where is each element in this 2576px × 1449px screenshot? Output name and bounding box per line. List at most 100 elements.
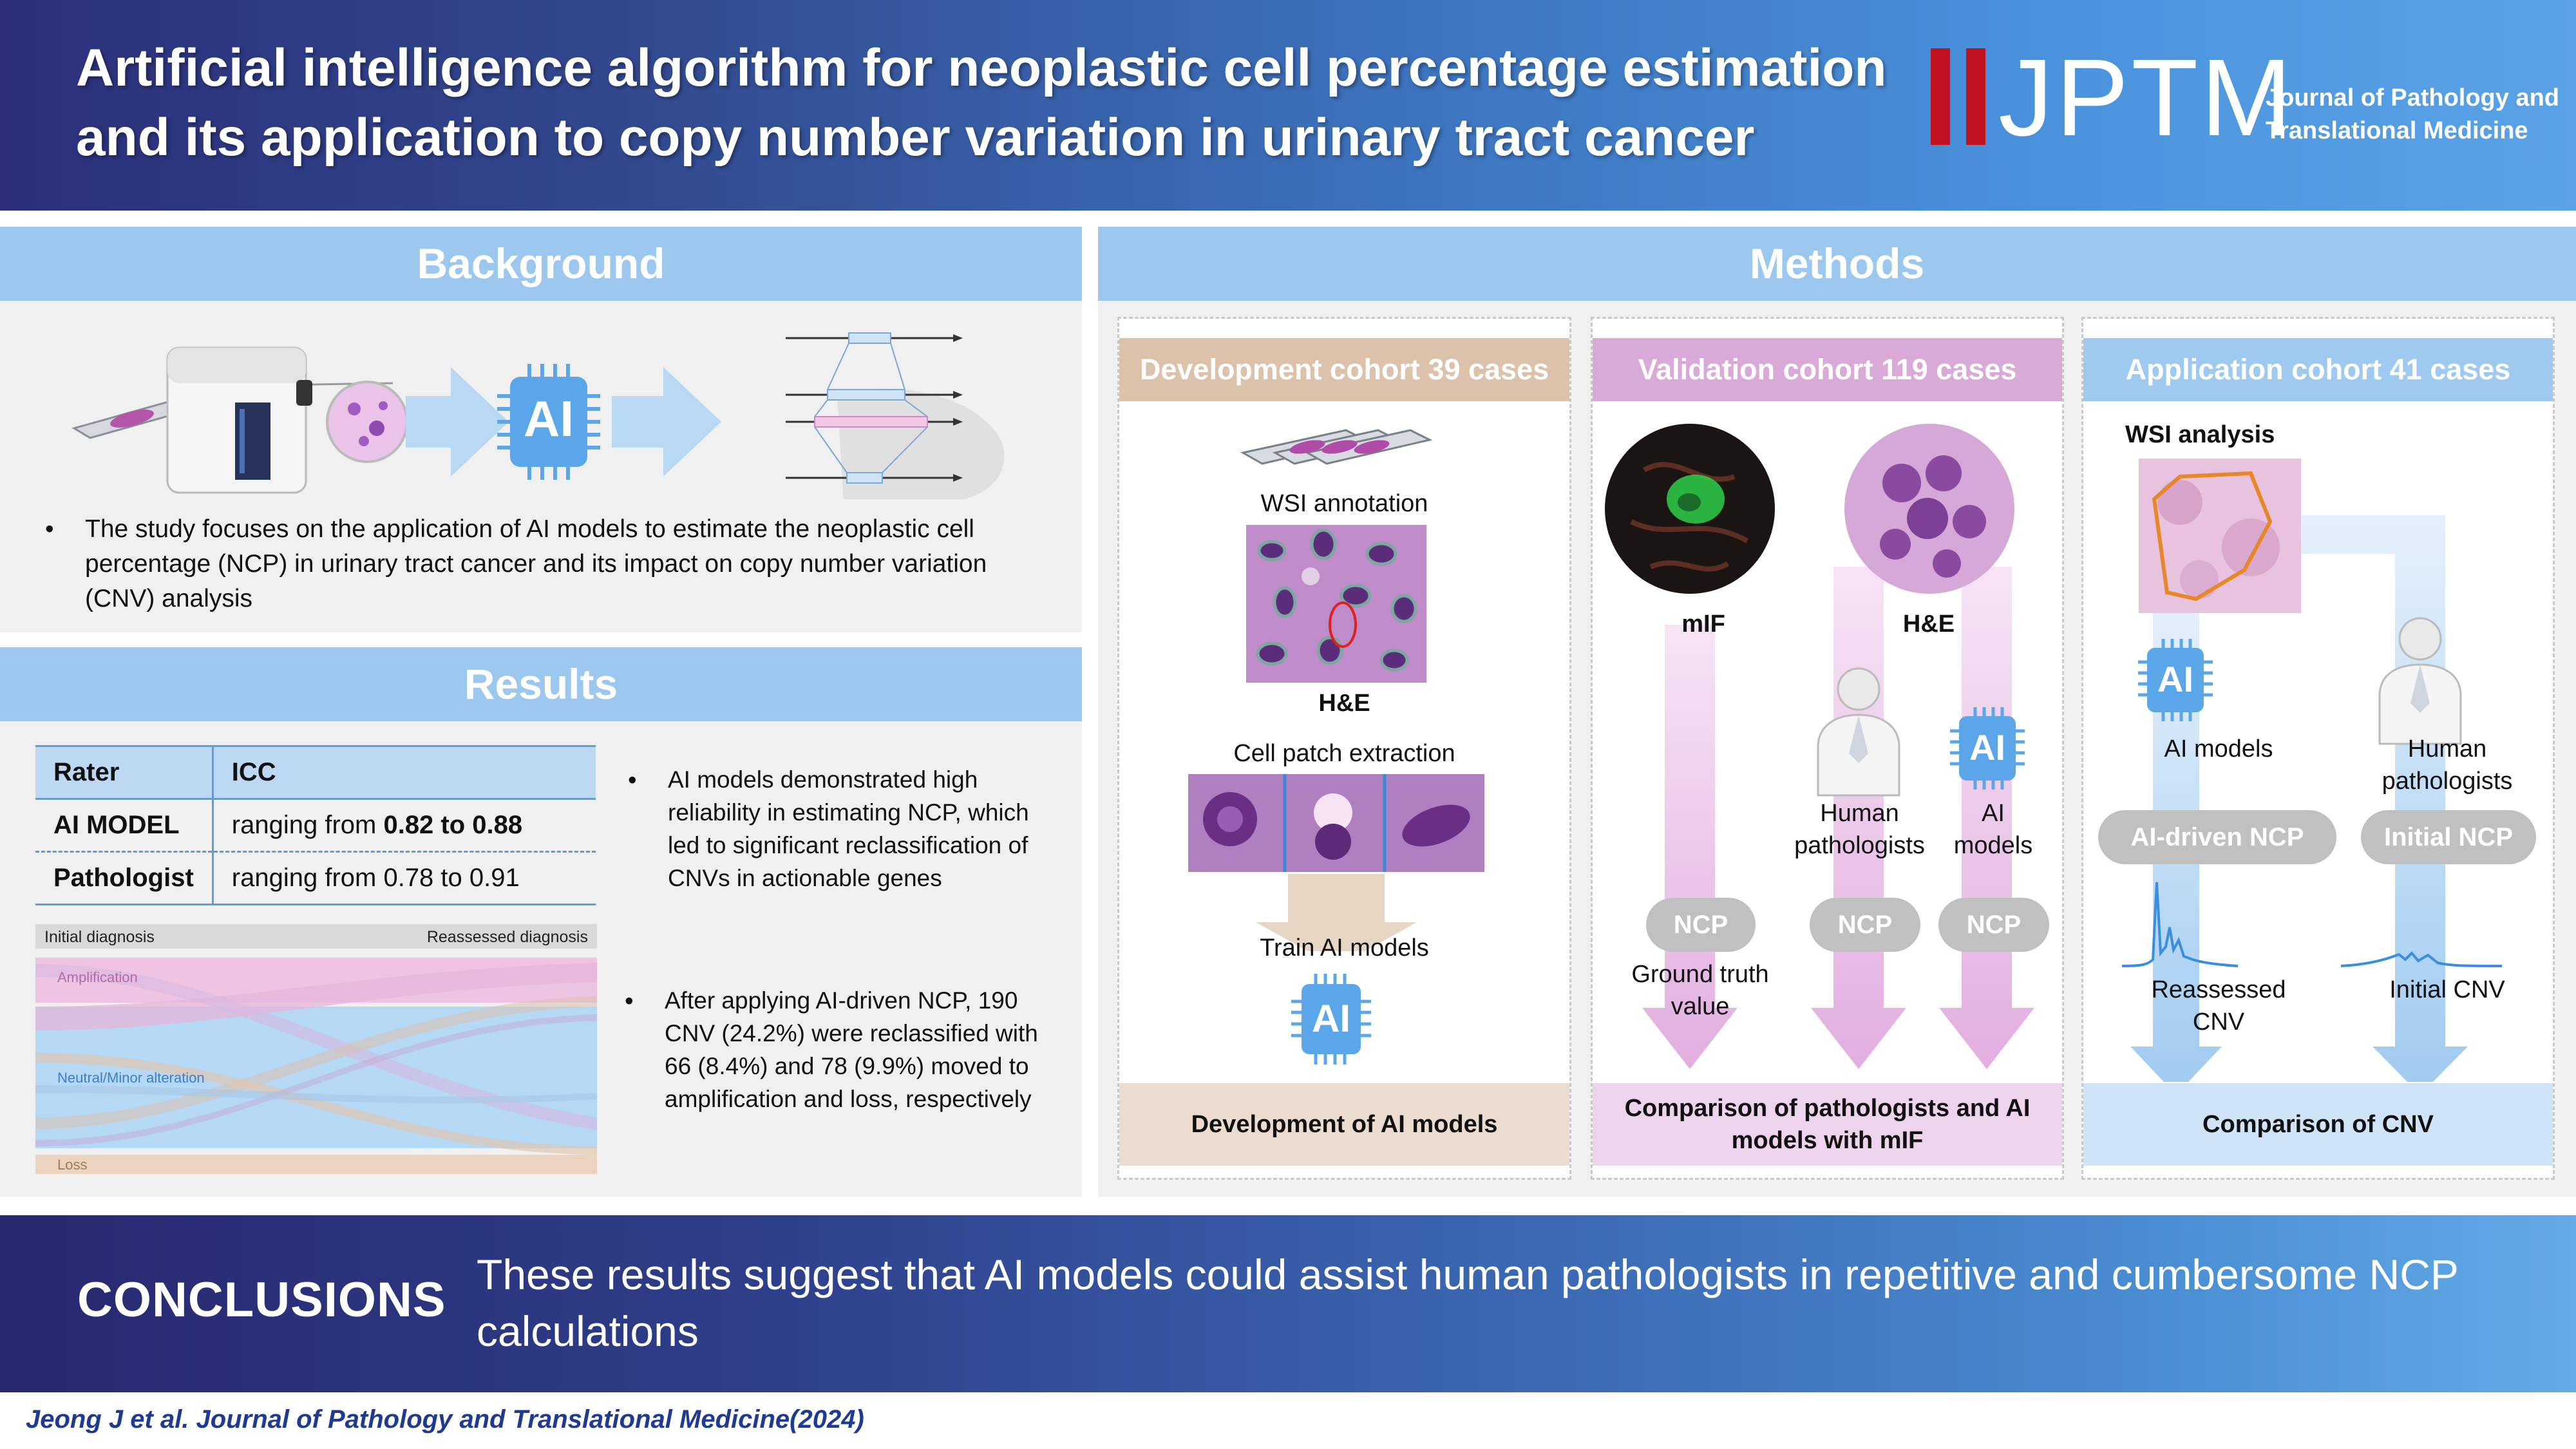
- ground-truth-label: Ground truth value: [1631, 961, 1769, 1020]
- pathologist-icon: [1817, 667, 1900, 797]
- sankey-right-label: Reassessed diagnosis: [427, 928, 588, 946]
- background-illustration: AI: [71, 332, 1005, 499]
- logo-bar-2: [1966, 48, 1985, 145]
- initial-cnv-label: Initial CNV: [2389, 976, 2505, 1003]
- wsi-annotation-label: WSI annotation: [1260, 490, 1428, 517]
- reassessed-cnv-trace: [2121, 882, 2239, 967]
- bullet-dot: •: [625, 987, 634, 1015]
- application-footer: Comparison of CNV: [2083, 1083, 2553, 1166]
- sankey-flow: [35, 1053, 597, 1155]
- results-bullet-1-text: AI models demonstrated high reliability …: [668, 766, 1029, 891]
- conclusion-banner: [0, 1215, 2576, 1392]
- sankey-flow: [35, 996, 597, 1129]
- arrow-down-icon: [2219, 515, 2468, 1082]
- ai-models-label: AI models: [2164, 735, 2273, 762]
- sankey-flow: [35, 1085, 597, 1104]
- bullet-dot: •: [628, 766, 637, 794]
- header-banner: [0, 0, 2576, 211]
- title-line-2: and its application to copy number varia…: [76, 108, 1755, 167]
- table-header-rater: Rater: [35, 745, 214, 800]
- icc-prefix: ranging from: [231, 811, 384, 839]
- arrow-right-icon: [406, 367, 509, 477]
- ai-chip-label: AI: [2157, 659, 2193, 699]
- pathologist-icon: [2378, 617, 2462, 745]
- he-label: H&E: [1318, 690, 1370, 717]
- initial-ncp-badge: Initial NCP: [2361, 810, 2536, 864]
- methods-heading: Methods: [1098, 227, 2576, 301]
- table-row: AI MODEL ranging from 0.82 to 0.88: [35, 799, 596, 853]
- cell-patch-label: Cell patch extraction: [1233, 740, 1455, 767]
- he-image: [1844, 424, 2014, 594]
- results-bullet-1: • AI models demonstrated high reliabilit…: [628, 763, 1059, 895]
- validation-footer: Comparison of pathologists and AI models…: [1593, 1083, 2062, 1166]
- background-bullet: • The study focuses on the application o…: [45, 512, 1050, 616]
- conclusion-text: These results suggest that AI models cou…: [477, 1251, 2458, 1355]
- background-bullet-text: The study focuses on the application of …: [85, 515, 987, 612]
- initial-cnv-trace: [2340, 951, 2503, 967]
- mif-image: [1605, 424, 1775, 594]
- icc-value: 0.78 to 0.91: [383, 864, 520, 892]
- results-heading: Results: [0, 647, 1082, 721]
- cell-patch-images: [1188, 774, 1484, 951]
- background-heading: Background: [0, 227, 1082, 301]
- he-annotated-image: [1246, 525, 1426, 683]
- sankey-flow: [35, 964, 597, 1130]
- sankey-neutral-band: [35, 1007, 597, 1148]
- development-cohort-title: Development cohort 39 cases: [1119, 338, 1569, 401]
- title-line-1: Artificial intelligence algorithm for ne…: [76, 39, 1887, 97]
- ai-driven-ncp-badge: AI-driven NCP: [2098, 810, 2336, 864]
- cnv-segments-icon: [786, 332, 1005, 499]
- results-bullet-2: • After applying AI-driven NCP, 190 CNV …: [625, 984, 1059, 1115]
- application-cohort-title: Application cohort 41 cases: [2083, 338, 2553, 401]
- human-pathologists-label: Human pathologists: [1794, 800, 1925, 859]
- ncp-badge-mif: NCP: [1646, 898, 1756, 952]
- mif-label: mIF: [1681, 611, 1725, 638]
- poster-title: Artificial intelligence algorithm for ne…: [76, 33, 1911, 173]
- citation: Jeong J et al. Journal of Pathology and …: [26, 1405, 864, 1434]
- icc-value: 0.82 to 0.88: [383, 811, 523, 839]
- sankey-flow: [35, 1014, 597, 1146]
- cnv-sankey-diagram: Initial diagnosis Reassessed diagnosis A…: [35, 924, 597, 1174]
- jptm-logo: JPTM Journal of Pathology and Translatio…: [1931, 43, 2559, 153]
- bullet-dot: •: [45, 515, 54, 543]
- train-ai-label: Train AI models: [1260, 934, 1429, 961]
- sankey-loss-band: [35, 1155, 597, 1174]
- icc-table: Rater ICC AI MODEL ranging from 0.82 to …: [35, 745, 596, 905]
- slide-scanner-icon: [166, 346, 312, 494]
- sankey-flow: [35, 963, 597, 1030]
- table-cell-icc: ranging from 0.78 to 0.91: [213, 851, 596, 905]
- table-header-row: Rater ICC: [35, 745, 596, 800]
- sankey-neutral-label: Neutral/Minor alteration: [57, 1070, 205, 1086]
- development-footer: Development of AI models: [1119, 1083, 1569, 1166]
- table-header-icc: ICC: [213, 745, 596, 800]
- icc-prefix: ranging from: [231, 864, 384, 892]
- validation-cohort-title: Validation cohort 119 cases: [1593, 338, 2062, 401]
- logo-subtitle-line-2: Translational Medicine: [2266, 117, 2528, 144]
- reassessed-cnv-label: Reassessed CNV: [2151, 976, 2286, 1036]
- sankey-loss-label: Loss: [57, 1157, 87, 1173]
- arrow-right-icon: [612, 367, 721, 477]
- results-bullet-2-text: After applying AI-driven NCP, 190 CNV (2…: [665, 987, 1038, 1112]
- wsi-slides-icon: [1240, 429, 1433, 465]
- ai-chip-label: AI: [1969, 727, 2005, 768]
- sankey-amplification-label: Amplification: [57, 969, 138, 985]
- sankey-left-label: Initial diagnosis: [44, 928, 155, 946]
- ai-models-label: AI models: [1953, 800, 2033, 859]
- ai-chip-icon: AI: [2138, 639, 2213, 721]
- ai-chip-icon: AI: [1950, 707, 2025, 790]
- ai-chip-icon: AI: [1291, 974, 1371, 1065]
- logo-subtitle-line-1: Journal of Pathology and: [2266, 84, 2560, 111]
- logo-wordmark: JPTM: [1998, 37, 2295, 159]
- table-row: Pathologist ranging from 0.78 to 0.91: [35, 851, 596, 905]
- table-cell-rater: Pathologist: [35, 851, 214, 905]
- he-label: H&E: [1902, 611, 1955, 638]
- wsi-tissue-image: [2139, 459, 2301, 613]
- table-cell-icc: ranging from 0.82 to 0.88: [213, 799, 596, 853]
- logo-bar-1: [1931, 48, 1950, 145]
- ncp-badge-ai: NCP: [1938, 898, 2049, 952]
- cell-zoom-icon: [312, 381, 408, 463]
- ai-chip-label: AI: [1312, 997, 1350, 1040]
- ncp-badge-pathologists: NCP: [1810, 898, 1920, 952]
- wsi-analysis-label: WSI analysis: [2125, 421, 2275, 448]
- arrow-down-icon: [1642, 625, 1738, 1069]
